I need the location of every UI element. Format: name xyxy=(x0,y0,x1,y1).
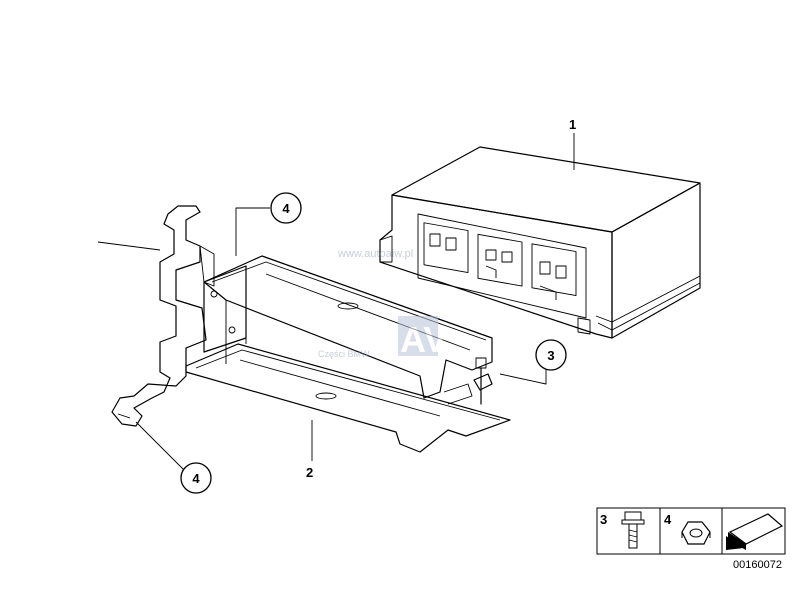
leader-lines xyxy=(97,133,575,471)
callout-4-top: 4 xyxy=(270,192,302,224)
hex-nut-icon xyxy=(681,521,711,545)
svg-text:4: 4 xyxy=(282,201,290,216)
diagram-code: 00160072 xyxy=(733,559,782,571)
svg-text:3: 3 xyxy=(547,348,554,363)
svg-text:Części BMW: Części BMW xyxy=(318,349,370,359)
legend-item-bolt: 3 xyxy=(600,511,645,549)
svg-text:www.autoaiw.pl: www.autoaiw.pl xyxy=(337,248,413,260)
watermark: www.autoaiw.pl AV Części BMW xyxy=(318,248,447,360)
callout-2: 2 xyxy=(306,465,313,480)
callout-1: 1 xyxy=(569,117,576,132)
callout-4-bottom: 4 xyxy=(180,462,212,494)
parts-legend: 3 4 xyxy=(596,507,786,555)
svg-text:2: 2 xyxy=(306,465,313,480)
control-unit xyxy=(379,146,701,339)
svg-text:AV: AV xyxy=(400,319,447,360)
clip-bracket xyxy=(111,205,215,427)
svg-text:1: 1 xyxy=(569,117,576,132)
svg-text:3: 3 xyxy=(600,512,607,527)
svg-text:4: 4 xyxy=(664,512,672,527)
direction-arrow-icon xyxy=(726,513,784,550)
legend-item-nut: 4 xyxy=(664,512,711,545)
bolt-icon xyxy=(621,511,645,549)
svg-text:4: 4 xyxy=(192,471,200,486)
callout-3: 3 xyxy=(535,339,567,371)
